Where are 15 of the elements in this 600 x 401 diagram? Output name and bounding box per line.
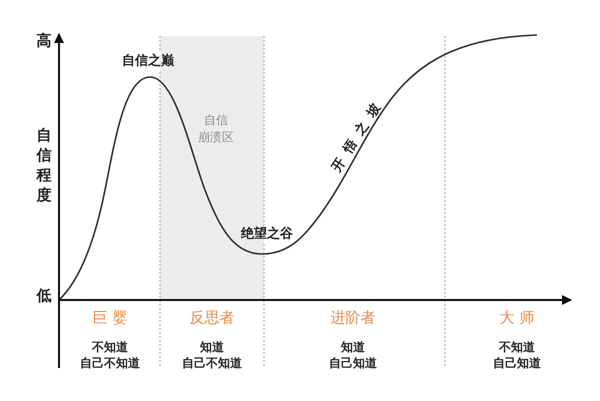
stage-description: 知道自己知道 xyxy=(329,339,377,371)
stage-label: 反思者 xyxy=(190,310,234,326)
curve-annotation: 开 悟 之 坡 xyxy=(329,100,385,174)
curve-annotation: 自信之巅 xyxy=(122,54,174,68)
zone-label: 自信崩溃区 xyxy=(198,112,234,146)
axis-label: 高 xyxy=(36,32,52,50)
stage-label: 巨 婴 xyxy=(92,310,128,326)
stage-description: 不知道自己不知道 xyxy=(80,339,140,371)
stage-label: 大 师 xyxy=(500,310,534,326)
stage-description: 不知道自己知道 xyxy=(493,339,541,371)
stage-description: 知道自己不知道 xyxy=(182,339,242,371)
curve-annotation: 绝望之谷 xyxy=(241,226,293,242)
axis-label: 自信程度 xyxy=(36,125,52,205)
axis-label: 低 xyxy=(36,288,52,304)
stage-label: 进阶者 xyxy=(330,310,376,326)
